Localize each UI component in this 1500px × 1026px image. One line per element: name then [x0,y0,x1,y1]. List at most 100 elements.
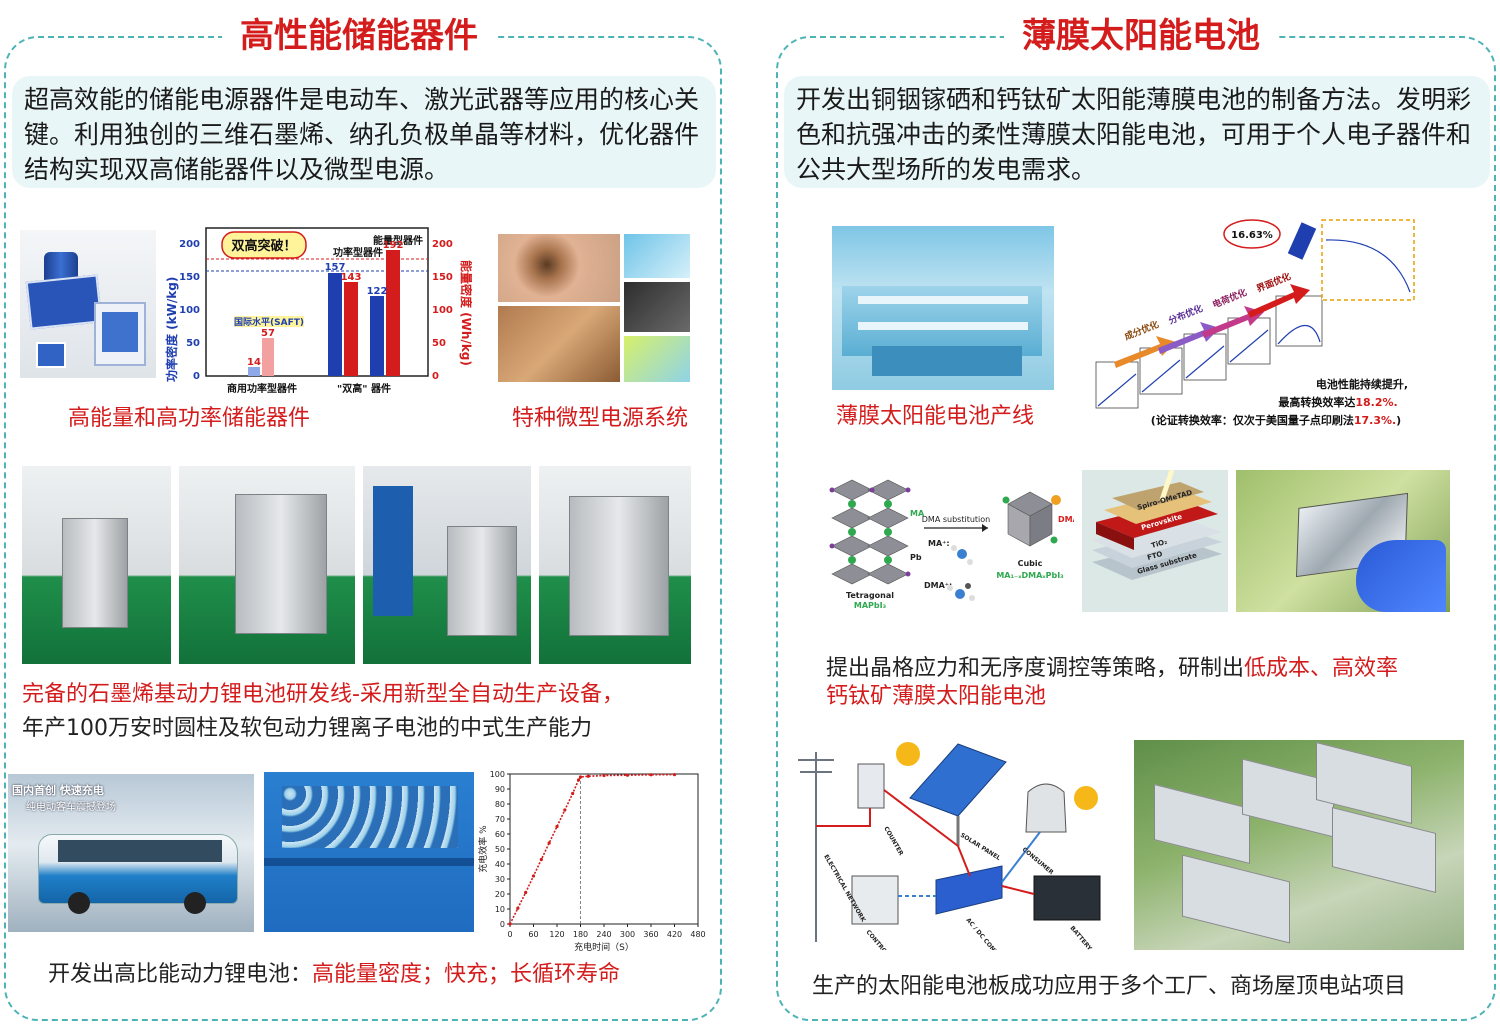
svg-text:0: 0 [193,371,200,382]
robot-insect-photo [498,306,620,382]
caption-perovskite-red1: 低成本、高效率 [1244,656,1399,681]
bar-commercial-energy [262,338,274,376]
wires [816,789,1041,897]
tetragonal-lattice [829,479,911,585]
series-point [571,791,575,796]
svg-text:100: 100 [179,305,200,316]
svg-text:157: 157 [325,262,346,273]
cubic-label: Cubic [1018,559,1043,568]
plot-frame [509,773,699,925]
molecule-icons [947,545,975,601]
tetragonal-label: Tetragonal [846,591,894,600]
efficiency-note-1: 电池性能持续提升, [1316,377,1408,391]
solar-line-photo [832,226,1054,390]
efficiency-note-3: (论证转换效率：仅次于美国量子点印刷法17.3%.) [1151,413,1401,427]
solar-panel-icon [909,743,1007,846]
right-ticks: 0 50 100 150 200 [432,239,453,382]
efficiency-badge [1223,219,1281,249]
caption-perovskite-2: 钙钛矿薄膜太阳能电池 [826,684,1047,709]
chart-frame [205,227,429,377]
svg-text:AC / DC CONVERTER: AC / DC CONVERTER [964,917,1013,950]
ma-tag: MA [910,509,925,518]
face-shield-photo [624,234,690,278]
bar-double-energy-1 [344,282,358,376]
solar-power-system-diagram: ELECTRICAL NETWORK COUNTER SOLAR PANEL C… [798,742,1101,950]
y-tick-label: 90 [495,785,505,794]
x-tick-label: 480 [690,930,705,939]
y-tick-label: 60 [495,830,505,839]
battery-icon [1033,875,1101,921]
series-point [649,773,653,777]
energy-power-bar-chart: 功率密度 (kW/kg) 能量密度 (Wh/kg) 0 50 100 150 2… [164,227,472,395]
power-type-label: 功率型器件 [333,246,383,259]
svg-text:分布优化: 分布优化 [1167,302,1205,327]
pb-tag: Pb [910,553,922,562]
left-intro-text: 超高效能的储能电源器件是电动车、激光武器等应用的核心关键。利用独创的三维石墨烯、… [12,76,716,188]
series-point [508,922,512,926]
svg-text:143: 143 [341,272,362,283]
x-tick-label: 420 [667,930,682,939]
series-point [524,890,528,895]
svg-text:50: 50 [186,338,200,349]
ma-ion-label: MA⁺: [928,539,950,548]
x-tick-label: 60 [528,930,538,939]
svg-text:成分优化: 成分优化 [1123,318,1161,343]
svg-text:57: 57 [261,328,275,339]
x-tick-label: 360 [643,930,658,939]
series-point [555,824,559,829]
series-point [563,808,567,812]
x-tick-label: 120 [549,930,564,939]
caption-micro-power: 特种微型电源系统 [512,406,689,431]
series-point [539,857,543,862]
caption-perovskite-1: 提出晶格应力和无序度调控等策略，研制出低成本、高效率 [826,654,1398,684]
y-tick-label: 10 [495,905,505,914]
micro-power-collage [498,234,692,382]
y-tick-label: 30 [495,875,505,884]
svg-text:122: 122 [367,286,388,297]
caption-production-capacity: 年产100万安时圆柱及软包动力锂离子电池的中式生产能力 [22,716,592,741]
series-point [672,773,677,777]
dma-tag: DMA [1058,515,1074,524]
sun-icon-1 [896,742,920,766]
caption-lithium-dark: 开发出高比能动力锂电池： [48,962,313,987]
svg-text:50: 50 [432,338,446,349]
series-point [625,773,630,777]
right-panel-title: 薄膜太阳能电池 [1004,14,1278,58]
y-axis-label: 充电效率 % [477,825,489,873]
series-point [547,841,551,845]
mapbi3-label: MAPbI₃ [854,601,887,610]
x-tick-label: 240 [596,930,611,939]
caption-lithium-battery: 开发出高比能动力锂电池：高能量密度；快充；长循环寿命 [48,960,620,990]
cubic-cell [1002,491,1061,547]
controller-icon [851,875,899,925]
svg-text:COUNTER: COUNTER [882,826,904,858]
solar-cell-layer-diagram: Spiro-OMeTAD Perovskite TiO₂ FTO Glass s… [1082,470,1228,612]
shoe-photo [624,336,690,382]
svg-text:192: 192 [383,240,404,251]
left-ticks: 0 50 100 150 200 [179,239,200,382]
iv-curves [1097,239,1411,407]
series-point [516,906,520,910]
electric-bus-photo: 国内首创 快速充电 纯电动客车震撼登场 [8,774,254,932]
efficiency-note-2: 最高转换效率达18.2%. [1278,395,1397,409]
kettle-icon [1025,783,1067,833]
battery-cells-photo [264,772,474,932]
svg-text:200: 200 [432,239,453,250]
production-photo-4 [539,466,691,664]
svg-text:SOLAR PANEL: SOLAR PANEL [959,832,1002,862]
production-photo-2 [179,466,355,664]
intl-level-tag [234,316,304,327]
efficiency-badge-text: 16.63% [1231,230,1273,241]
counter-icon [857,763,885,809]
x-tick-label: 300 [620,930,635,939]
eye-drone-photo [498,234,620,302]
bar-commercial-power [248,367,260,376]
series-point [578,775,583,779]
bar-double-power-2 [370,296,384,376]
svg-text:电荷优化: 电荷优化 [1211,286,1249,311]
svg-text:150: 150 [432,272,453,283]
caption-lithium-red: 高能量密度；快充；长循环寿命 [312,962,621,987]
y-tick-label: 0 [500,920,505,929]
x-tick-label: 180 [573,930,588,939]
